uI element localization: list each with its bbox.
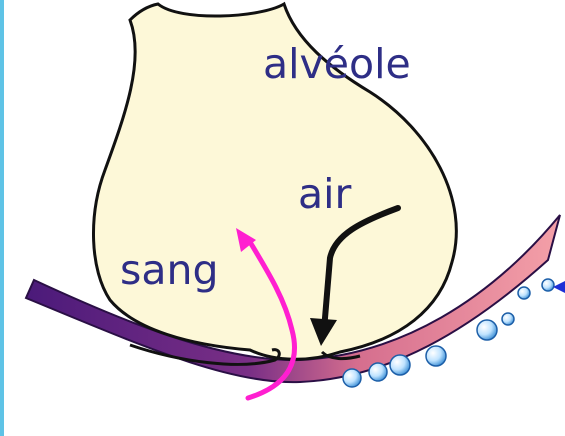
alveole-label: alvéole bbox=[263, 44, 411, 85]
bubble bbox=[518, 287, 530, 299]
bubble bbox=[542, 279, 554, 291]
pointer-arrowhead bbox=[553, 281, 565, 293]
bubble bbox=[343, 369, 361, 387]
bubble bbox=[477, 320, 497, 340]
bubble bbox=[390, 355, 410, 375]
air-label: air bbox=[298, 174, 351, 215]
bubble bbox=[502, 313, 514, 325]
left-frame-border bbox=[0, 0, 4, 436]
bubble bbox=[426, 346, 446, 366]
bubble bbox=[369, 363, 387, 381]
sang-label: sang bbox=[120, 250, 219, 291]
